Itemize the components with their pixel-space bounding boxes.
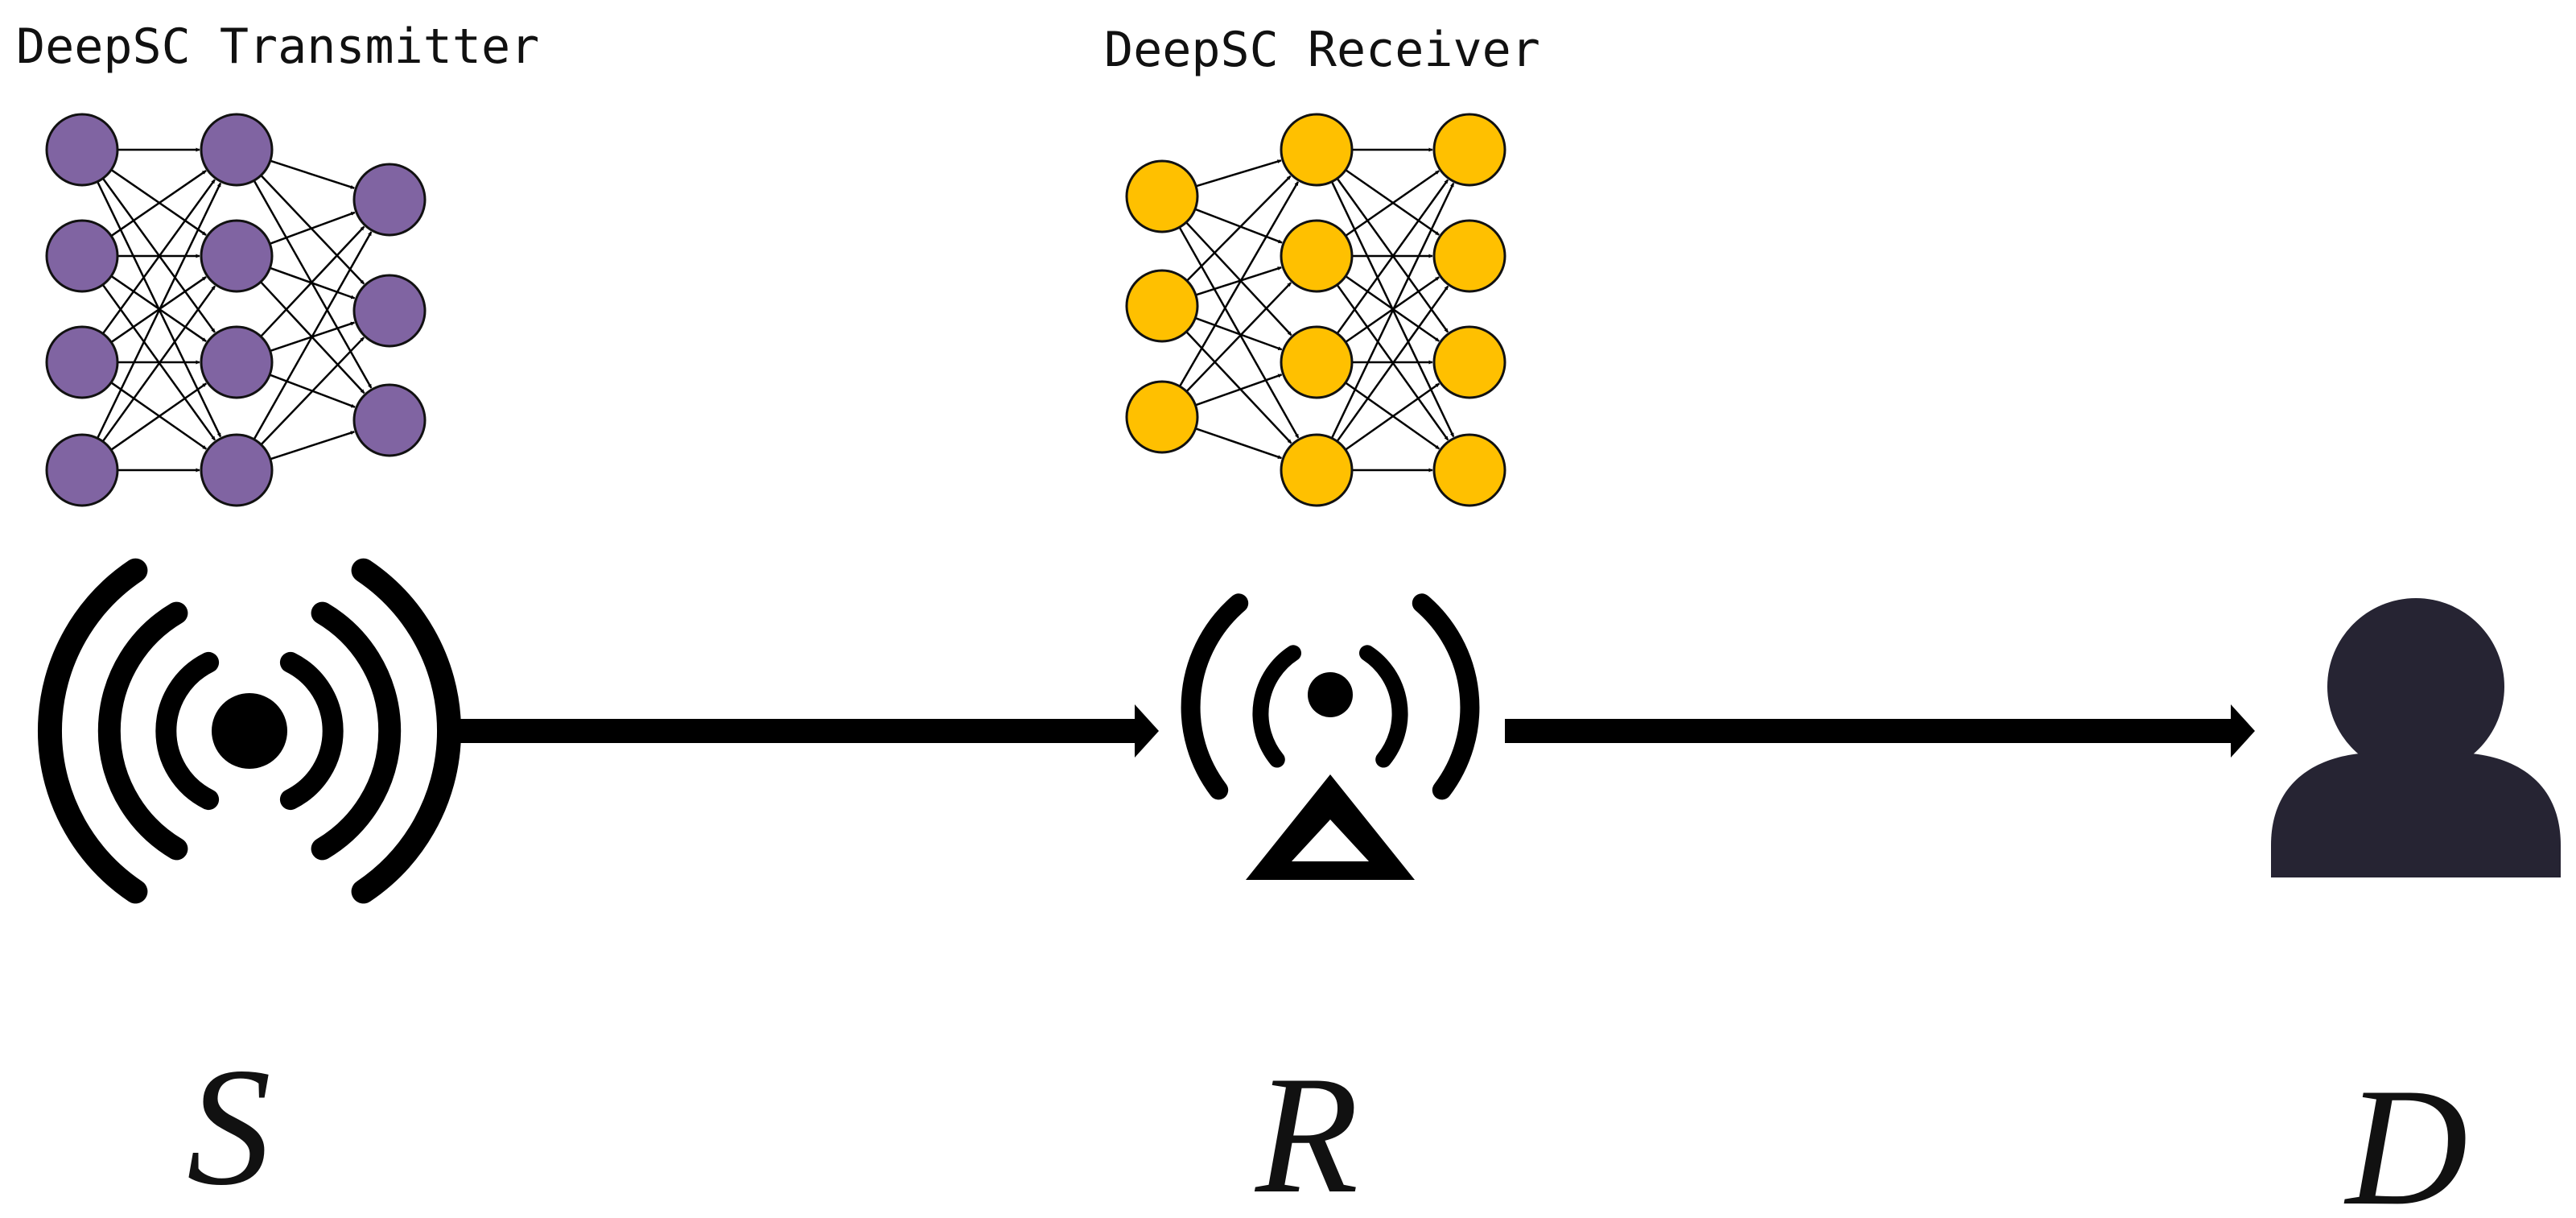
- transmitter-connection: [253, 231, 373, 440]
- receiver-neuron: [1280, 113, 1354, 187]
- receiver-connections: [1178, 147, 1455, 473]
- relay-antenna-icon: [1181, 593, 1480, 880]
- receiver-neuron: [1432, 219, 1506, 293]
- transmitter-neuron: [200, 219, 274, 293]
- transmitter-neuron: [352, 383, 427, 457]
- source-label: S: [187, 1034, 271, 1218]
- receiver-connection: [1186, 175, 1292, 282]
- wireless-broadcast-icon: [38, 558, 461, 904]
- relay-label: R: [1254, 1042, 1358, 1218]
- transmitter-connection: [110, 382, 207, 451]
- receiver-neuron: [1125, 159, 1199, 233]
- receiver-neuron: [1280, 325, 1354, 399]
- receiver-connection: [1185, 331, 1292, 444]
- receiver-title: DeepSC Receiver: [1104, 22, 1540, 78]
- receiver-connection: [1336, 179, 1449, 335]
- receiver-connection: [1185, 282, 1292, 393]
- transmitter-title: DeepSC Transmitter: [16, 19, 539, 75]
- transmitter-connection: [110, 170, 207, 237]
- transmitter-connection: [101, 179, 216, 335]
- receiver-connection: [1345, 382, 1440, 451]
- transmitter-connection: [270, 431, 355, 460]
- transmitter-neuron: [352, 163, 427, 237]
- transmitter-neuron: [200, 113, 274, 187]
- receiver-connection: [1195, 159, 1282, 188]
- receiver-neuron: [1432, 113, 1506, 187]
- receiver-connection: [1194, 316, 1283, 351]
- receiver-neurons: [1125, 113, 1506, 507]
- transmitter-connection: [270, 159, 355, 189]
- receiver-connection: [1195, 427, 1282, 460]
- receiver-connection: [1345, 170, 1440, 237]
- transmitter-network: DeepSC Transmitter: [16, 19, 539, 507]
- transmitter-neuron: [200, 433, 274, 507]
- receiver-connection: [1336, 285, 1449, 442]
- transmitter-neuron: [45, 219, 119, 293]
- receiver-neuron: [1432, 325, 1506, 399]
- receiver-neuron: [1432, 433, 1506, 507]
- receiver-neuron: [1125, 269, 1199, 343]
- destination-label: D: [2343, 1054, 2468, 1218]
- receiver-neuron: [1280, 433, 1354, 507]
- arrow-source-to-relay: [449, 704, 1159, 758]
- receiver-connection: [1195, 374, 1283, 407]
- receiver-neuron: [1280, 219, 1354, 293]
- transmitter-connection: [101, 285, 216, 443]
- transmitter-connection: [269, 211, 356, 245]
- transmitter-neuron: [45, 433, 119, 507]
- transmitter-neuron: [352, 274, 427, 348]
- transmitter-neuron: [45, 325, 119, 399]
- receiver-connection: [1194, 208, 1283, 244]
- receiver-connection: [1185, 221, 1292, 336]
- transmitter-connections: [96, 147, 373, 473]
- transmitter-neurons: [45, 113, 427, 507]
- transmitter-neuron: [200, 325, 274, 399]
- arrow-relay-to-destination: [1505, 704, 2255, 758]
- transmitter-neuron: [45, 113, 119, 187]
- receiver-connection: [1178, 181, 1300, 387]
- receiver-neuron: [1125, 380, 1199, 454]
- receiver-connection: [1330, 182, 1455, 439]
- receiver-network: DeepSC Receiver: [1104, 22, 1540, 507]
- transmitter-connection: [96, 182, 222, 439]
- receiver-connection: [1178, 226, 1300, 439]
- user-icon: [2271, 598, 2561, 877]
- transmitter-connection: [260, 175, 365, 285]
- transmitter-connection: [260, 225, 365, 337]
- transmitter-connection: [260, 336, 365, 446]
- receiver-connection: [1195, 266, 1282, 296]
